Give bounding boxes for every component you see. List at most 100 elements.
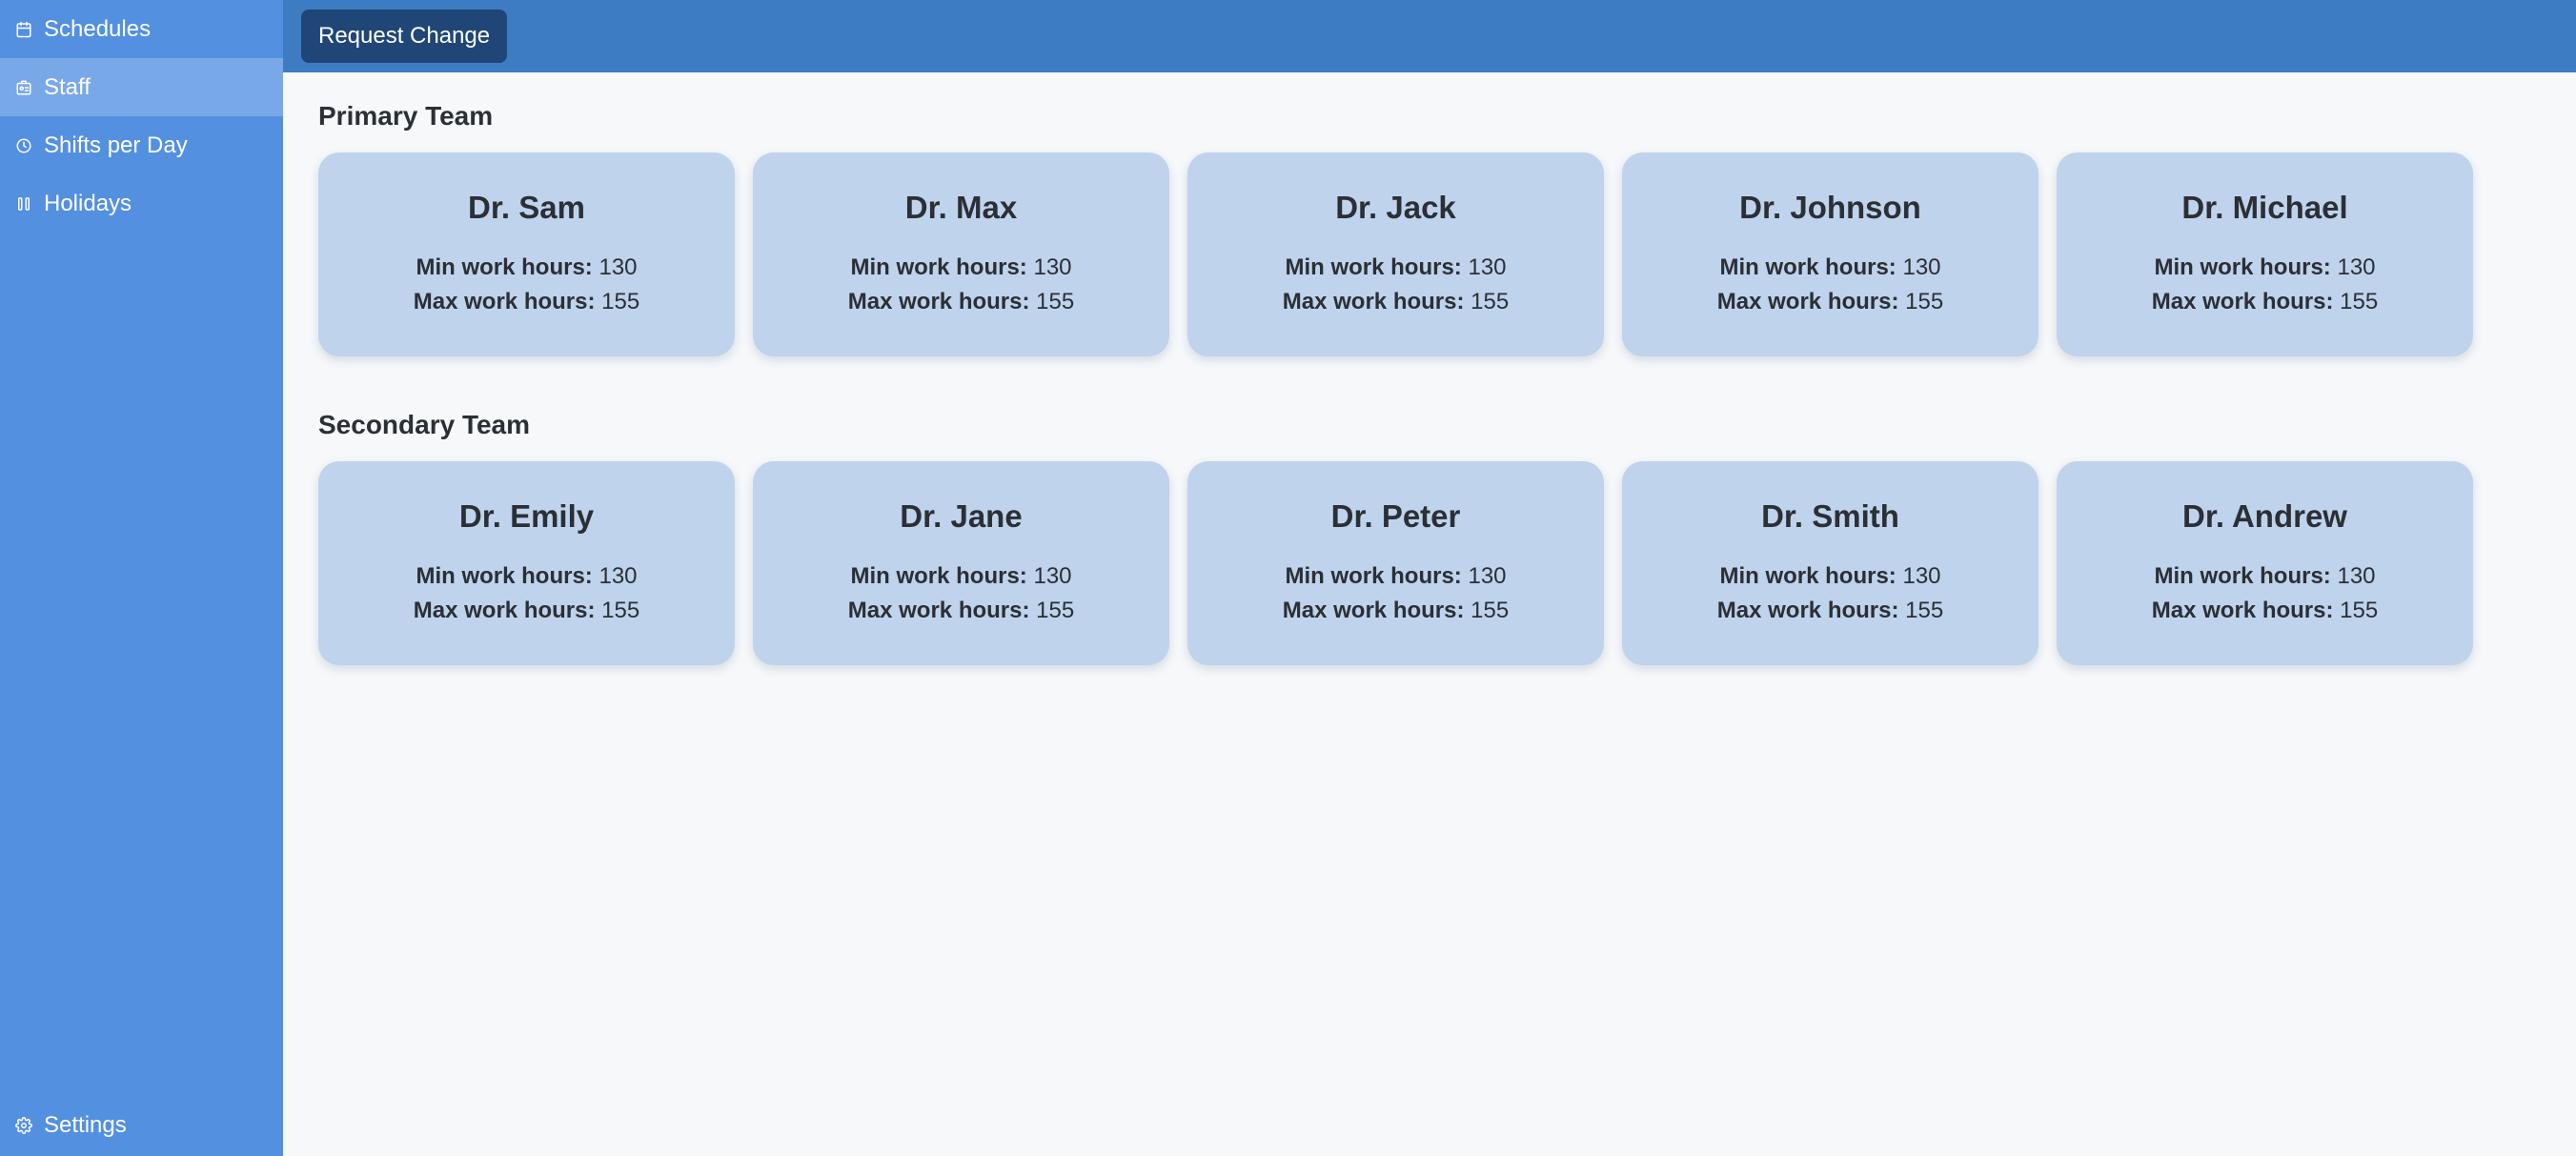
section-title: Primary Team [318, 101, 494, 131]
max-hours-label: Max work hours: [1716, 598, 1899, 623]
min-hours-label: Min work hours: [2154, 254, 2331, 280]
max-hours-label: Max work hours: [1282, 289, 1465, 314]
max-hours-value: 155 [2340, 289, 2379, 314]
staff-card[interactable]: Dr. Jane Min work hours: 130 Max work ho… [753, 461, 1169, 665]
team-section-secondary: Secondary Team Dr. Emily Min work hours:… [318, 410, 2541, 665]
staff-name: Dr. Andrew [2182, 498, 2347, 534]
staff-card[interactable]: Dr. Max Min work hours: 130 Max work hou… [753, 152, 1169, 356]
min-hours-value: 130 [1033, 563, 1072, 589]
staff-card[interactable]: Dr. Smith Min work hours: 130 Max work h… [1622, 461, 2038, 665]
staff-name: Dr. Smith [1761, 498, 1899, 534]
section-title: Secondary Team [318, 410, 531, 439]
max-hours-value: 155 [601, 598, 640, 623]
min-hours-label: Min work hours: [1719, 563, 1897, 589]
min-hours-value: 130 [2337, 254, 2376, 280]
sidebar-item-settings[interactable]: Settings [0, 1096, 283, 1154]
calendar-icon [16, 21, 31, 37]
max-hours: Max work hours: 155 [1283, 598, 1509, 624]
max-hours: Max work hours: 155 [414, 598, 639, 624]
min-hours-label: Min work hours: [1719, 254, 1897, 280]
sidebar-item-label: Staff [44, 73, 91, 100]
min-hours: Min work hours: 130 [2154, 563, 2375, 590]
max-hours-label: Max work hours: [413, 289, 596, 314]
max-hours-value: 155 [1905, 289, 1944, 314]
staff-name: Dr. Max [904, 190, 1018, 225]
staff-name: Dr. Johnson [1739, 190, 1921, 225]
min-hours: Min work hours: 130 [850, 254, 1071, 281]
min-hours-value: 130 [1468, 254, 1507, 280]
staff-name: Dr. Peter [1330, 498, 1461, 534]
min-hours: Min work hours: 130 [850, 563, 1071, 590]
sidebar-nav: Schedules Staff Shifts per Day [0, 0, 283, 233]
max-hours-label: Max work hours: [413, 598, 596, 623]
staff-name: Dr. Sam [468, 190, 585, 225]
min-hours: Min work hours: 130 [2154, 254, 2375, 281]
staff-name: Dr. Jane [900, 498, 1023, 534]
staff-card[interactable]: Dr. Michael Min work hours: 130 Max work… [2057, 152, 2473, 356]
sidebar-bottom: Settings [0, 1096, 283, 1156]
sidebar-item-schedules[interactable]: Schedules [0, 0, 283, 58]
max-hours-label: Max work hours: [2151, 289, 2334, 314]
min-hours-label: Min work hours: [416, 254, 593, 280]
max-hours-value: 155 [1036, 289, 1075, 314]
max-hours: Max work hours: 155 [414, 289, 639, 315]
sidebar-item-staff[interactable]: Staff [0, 58, 283, 116]
min-hours-label: Min work hours: [850, 254, 1027, 280]
min-hours: Min work hours: 130 [1719, 254, 1940, 281]
min-hours-label: Min work hours: [1285, 254, 1462, 280]
pause-icon [18, 196, 30, 211]
min-hours-value: 130 [1902, 563, 1941, 589]
staff-card[interactable]: Dr. Andrew Min work hours: 130 Max work … [2057, 461, 2473, 665]
max-hours: Max work hours: 155 [2152, 598, 2378, 624]
id-badge-icon [16, 80, 31, 94]
max-hours-label: Max work hours: [847, 289, 1030, 314]
min-hours-value: 130 [2337, 563, 2376, 589]
min-hours-label: Min work hours: [416, 563, 593, 589]
staff-card[interactable]: Dr. Jack Min work hours: 130 Max work ho… [1187, 152, 1604, 356]
min-hours-value: 130 [1033, 254, 1072, 280]
sidebar-item-label: Schedules [44, 15, 152, 42]
staff-content: Primary Team Dr. Sam Min work hours: 130… [283, 72, 2576, 747]
max-hours: Max work hours: 155 [848, 289, 1074, 315]
top-bar: Request Change [283, 0, 2576, 72]
max-hours-label: Max work hours: [1716, 289, 1899, 314]
max-hours-value: 155 [2340, 598, 2379, 623]
sidebar-item-shifts-per-day[interactable]: Shifts per Day [0, 116, 283, 174]
staff-name: Dr. Emily [458, 498, 595, 534]
gear-icon [15, 1116, 32, 1134]
min-hours: Min work hours: 130 [1285, 254, 1506, 281]
min-hours-value: 130 [598, 563, 638, 589]
staff-card[interactable]: Dr. Johnson Min work hours: 130 Max work… [1622, 152, 2038, 356]
min-hours: Min work hours: 130 [1285, 563, 1506, 590]
max-hours-label: Max work hours: [1282, 598, 1465, 623]
staff-card[interactable]: Dr. Emily Min work hours: 130 Max work h… [318, 461, 735, 665]
staff-name: Dr. Jack [1335, 190, 1456, 225]
staff-name: Dr. Michael [2181, 190, 2348, 225]
max-hours-value: 155 [1471, 598, 1510, 623]
min-hours-label: Min work hours: [2154, 563, 2331, 589]
sidebar: Schedules Staff Shifts per Day [0, 0, 283, 1156]
staff-card[interactable]: Dr. Sam Min work hours: 130 Max work hou… [318, 152, 735, 356]
sidebar-item-label: Shifts per Day [44, 132, 188, 158]
max-hours: Max work hours: 155 [1717, 598, 1943, 624]
staff-card[interactable]: Dr. Peter Min work hours: 130 Max work h… [1187, 461, 1604, 665]
max-hours-value: 155 [1905, 598, 1944, 623]
main-area: Request Change Primary Team Dr. Sam Min … [283, 0, 2576, 1156]
max-hours-value: 155 [1036, 598, 1075, 623]
max-hours: Max work hours: 155 [1283, 289, 1509, 315]
clock-icon [16, 138, 31, 152]
max-hours: Max work hours: 155 [848, 598, 1074, 624]
max-hours: Max work hours: 155 [1717, 289, 1943, 315]
sidebar-item-holidays[interactable]: Holidays [0, 174, 283, 233]
sidebar-item-label: Settings [44, 1111, 127, 1138]
request-change-button[interactable]: Request Change [301, 10, 508, 63]
min-hours: Min work hours: 130 [416, 563, 637, 590]
min-hours: Min work hours: 130 [1719, 563, 1940, 590]
sidebar-item-label: Holidays [44, 190, 132, 216]
min-hours-value: 130 [598, 254, 638, 280]
min-hours-label: Min work hours: [850, 563, 1027, 589]
max-hours-value: 155 [601, 289, 640, 314]
min-hours: Min work hours: 130 [416, 254, 637, 281]
card-row: Dr. Emily Min work hours: 130 Max work h… [318, 461, 2541, 665]
